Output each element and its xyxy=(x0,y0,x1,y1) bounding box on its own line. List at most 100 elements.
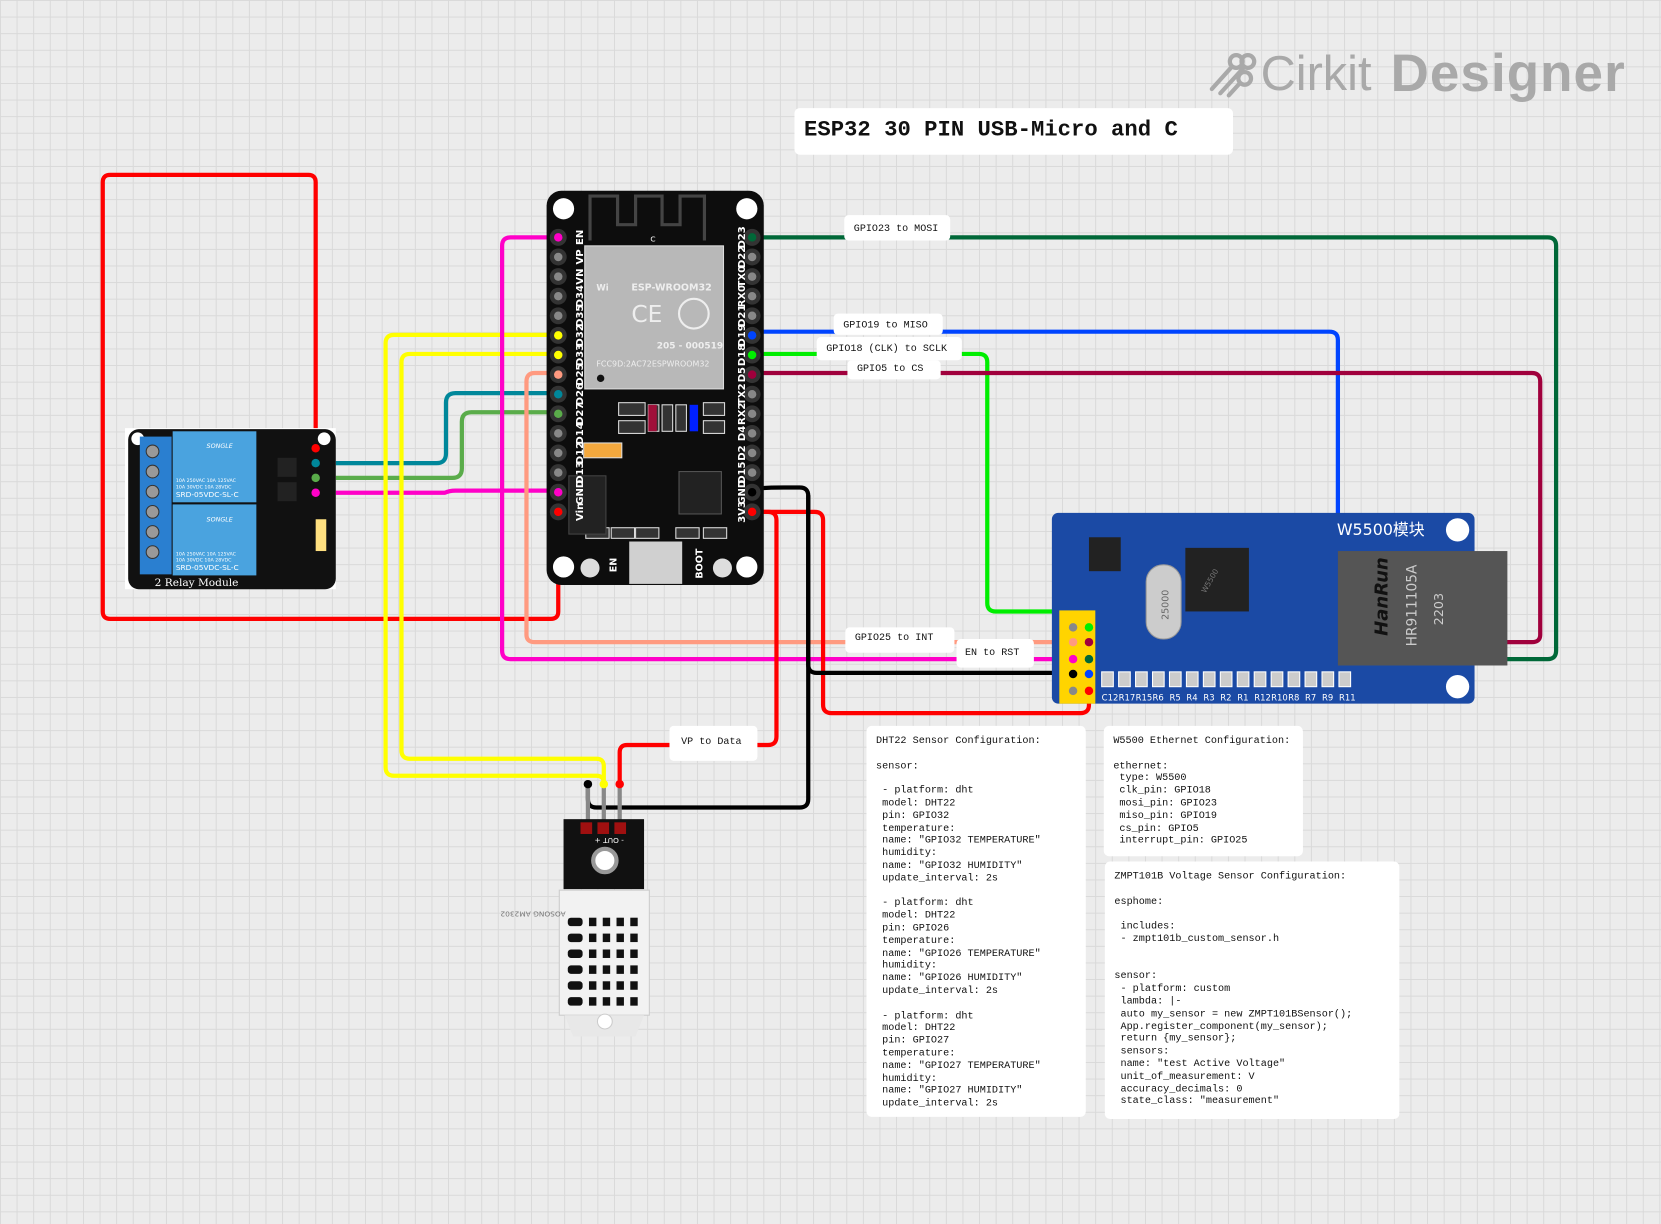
esp32-pin-right-d18[interactable] xyxy=(747,350,757,360)
jack-model: HR911105A xyxy=(1404,564,1420,646)
esp32-pin-left-d14[interactable] xyxy=(554,429,563,438)
w5500-pin-rst[interactable] xyxy=(1068,654,1078,664)
esp32-pin-left-d12[interactable] xyxy=(554,448,563,458)
w5500-pin-sclk[interactable] xyxy=(1084,623,1094,632)
wire-label-sclk[interactable]: GPIO18 (CLK) to SCLK xyxy=(816,336,962,361)
w5500-silk-label: R12 xyxy=(1254,692,1271,702)
note-w5500-config[interactable]: W5500 Ethernet Configuration: ethernet: … xyxy=(1103,725,1303,857)
w5500-pin-int[interactable] xyxy=(1068,637,1078,647)
esp32-pin-right-tx2[interactable] xyxy=(747,389,757,399)
wire-label-cs[interactable]: GPIO5 to CS xyxy=(847,360,941,380)
wire-label-int[interactable]: GPIO25 to INT xyxy=(845,627,955,653)
w5500-pin-nc[interactable] xyxy=(1068,623,1078,632)
esp32-pin-left-d26[interactable] xyxy=(554,389,563,399)
dht-grille-slot xyxy=(616,933,624,943)
esp32-pin-right-d22[interactable] xyxy=(747,252,757,262)
esp32-pin-left-d34[interactable] xyxy=(554,291,563,301)
en-button-label: EN xyxy=(609,558,620,573)
relay-pin-in1[interactable] xyxy=(311,458,320,468)
w5500-pin-gnd[interactable] xyxy=(1068,669,1078,679)
esp32-pin-left-vp[interactable] xyxy=(554,252,563,262)
w5500-smd-component xyxy=(1338,671,1352,688)
wire-en-to-rst[interactable] xyxy=(499,235,1076,662)
dht-pin-gnd[interactable] xyxy=(583,779,593,789)
w5500-pin-3v3[interactable] xyxy=(1084,686,1094,696)
esp32-pin-right-tx0[interactable] xyxy=(747,272,757,281)
esp32-pin-left-gnd[interactable] xyxy=(554,487,563,497)
esp32-pin-label: Vin xyxy=(575,503,586,521)
w5500-pin-miso[interactable] xyxy=(1084,669,1094,679)
dht-grille-slot xyxy=(630,981,638,990)
esp32-pin-label: VN xyxy=(575,268,586,284)
wire-vin-to-relay-vcc[interactable] xyxy=(100,172,561,621)
diagram-title[interactable]: ESP32 30 PIN USB-Micro and C xyxy=(794,108,1234,155)
esp32-pin-left-d32[interactable] xyxy=(554,331,563,340)
wire-d27-to-relay-in2[interactable] xyxy=(313,410,561,481)
esp32-pin-right-d4[interactable] xyxy=(747,429,757,438)
esp32-pin-left-d33[interactable] xyxy=(554,350,563,360)
wire-d33-to-dht-out[interactable] xyxy=(399,351,606,787)
rj45-jack xyxy=(1337,551,1508,666)
esp32-pin-left-d25[interactable] xyxy=(554,370,563,379)
esp32-pin-right-d2[interactable] xyxy=(747,448,757,458)
wire-gpio23-to-mosi[interactable] xyxy=(749,235,1559,662)
boot-button[interactable] xyxy=(712,558,732,578)
esp32-pin-left-d13[interactable] xyxy=(554,468,563,477)
relay1-model: SRD-05VDC-SL-C xyxy=(176,490,239,499)
wire-3v3-to-w5500-vcc[interactable] xyxy=(749,509,1092,716)
esp32-pin-label: D2 xyxy=(737,445,748,460)
w5500-pin-mosi[interactable] xyxy=(1084,654,1094,664)
dht-grille-slot xyxy=(567,949,583,958)
w5500-silk-label: R7 xyxy=(1305,692,1316,702)
esp32-pin-right-d23[interactable] xyxy=(747,233,757,242)
esp32-pin-label: D33 xyxy=(575,344,586,366)
esp32-pin-left-vn[interactable] xyxy=(554,272,563,281)
wire-label-rst[interactable]: EN to RST xyxy=(956,638,1034,668)
esp32-pin-left-vin[interactable] xyxy=(554,507,563,517)
relay-pin-in2[interactable] xyxy=(311,473,320,483)
esp32-pin-left-d35[interactable] xyxy=(554,311,563,321)
wire-label-miso[interactable]: GPIO19 to MISO xyxy=(833,313,943,335)
esp32-pin-right-d15[interactable] xyxy=(747,468,757,477)
w5500-board-label: W5500模块 xyxy=(1337,520,1425,539)
w5500-pin-cs[interactable] xyxy=(1084,637,1094,647)
esp32-pin-right-d21[interactable] xyxy=(747,311,757,321)
wire-label-mosi[interactable]: GPIO23 to MOSI xyxy=(844,215,951,241)
note-zmpt101b-config[interactable]: ZMPT101B Voltage Sensor Configuration: e… xyxy=(1104,861,1400,1120)
esp32-pin-label: D12 xyxy=(575,442,586,464)
dht-grille-slot xyxy=(616,965,624,974)
relay-pin-gnd[interactable] xyxy=(311,488,320,497)
usb-uart-chip xyxy=(678,471,722,515)
wire-vp-to-dht-data[interactable] xyxy=(617,509,779,787)
dht-pin-vcc[interactable] xyxy=(615,779,624,789)
w5500-smd-component xyxy=(1321,671,1335,688)
relay-pin-vcc[interactable] xyxy=(311,444,320,453)
wire-gpio5-to-cs[interactable] xyxy=(749,370,1543,645)
esp32-pin-label: D35 xyxy=(575,305,586,327)
esp32-pin-right-d5[interactable] xyxy=(747,370,757,379)
relay2-rating1: 10A 250VAC 10A 125VAC xyxy=(176,551,237,557)
dht-grille-slot xyxy=(567,965,583,974)
esp32-pin-right-rx2[interactable] xyxy=(747,409,757,419)
wire-gnd-to-relay-gnd[interactable] xyxy=(313,488,561,495)
esp32-pin-left-en[interactable] xyxy=(554,233,563,242)
wire-d26-to-relay-in1[interactable] xyxy=(313,391,561,466)
esp32-pin-right-3v3[interactable] xyxy=(747,507,757,517)
esp32-pin-right-d19[interactable] xyxy=(747,331,757,340)
dht-pin-out[interactable] xyxy=(599,779,609,789)
w5500-pin-nc2[interactable] xyxy=(1068,686,1078,696)
en-button[interactable] xyxy=(580,558,600,578)
wire-label-data[interactable]: VP to Data xyxy=(669,725,758,761)
esp32-pin-right-rx0[interactable] xyxy=(747,291,757,301)
esp32-pin-right-gnd[interactable] xyxy=(747,487,757,497)
esp32-pin-label: D19 xyxy=(737,324,748,346)
note-dht22-config[interactable]: DHT22 Sensor Configuration: sensor: - pl… xyxy=(866,725,1086,1117)
w5500-pins xyxy=(1068,623,1094,696)
esp32-pin-label: D15 xyxy=(737,461,748,483)
wire-gpio25-to-int[interactable] xyxy=(524,370,1076,645)
esp32-pin-left-d27[interactable] xyxy=(554,409,563,419)
